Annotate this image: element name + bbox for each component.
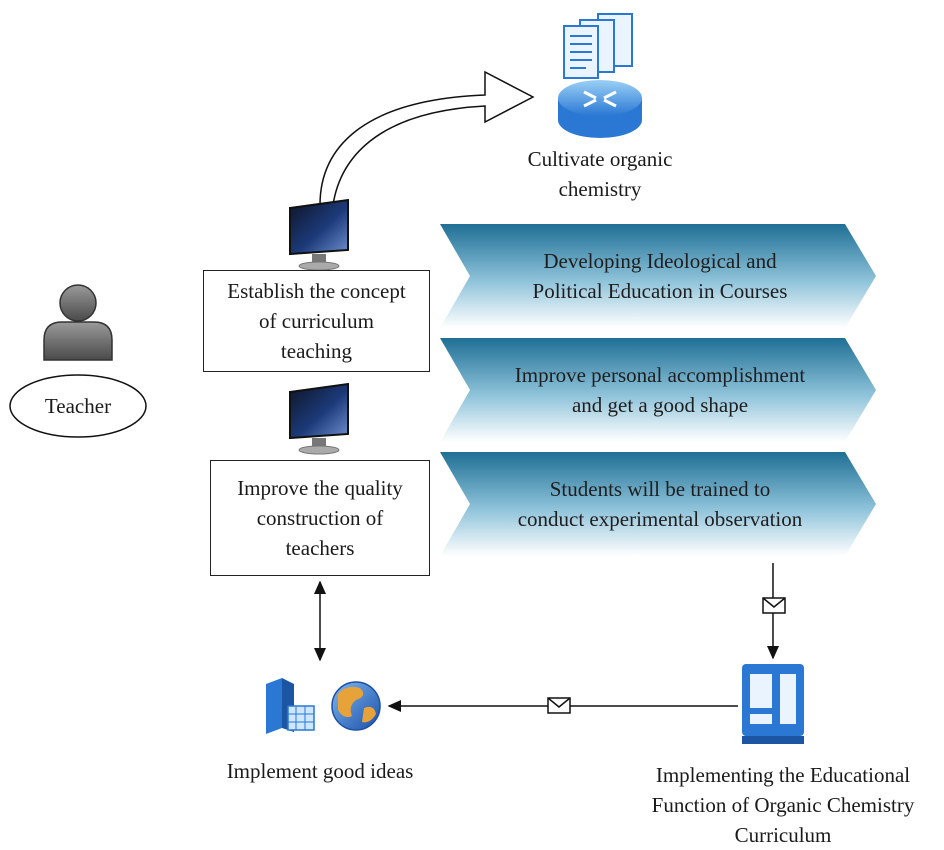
banner-1 [440, 224, 876, 328]
banner-1-text: Developing Ideological and Political Edu… [532, 249, 788, 303]
banner-3-text: Students will be trained to conduct expe… [517, 477, 803, 531]
banner-2-text: Improve personal accomplishment and get … [514, 363, 806, 417]
implement-ideas-label: Implement good ideas [226, 759, 414, 783]
implementing-function-label: Implementing the Educational Function of… [651, 763, 915, 847]
envelope-icon [547, 697, 571, 714]
improve-quality-box: Improve the quality construction of teac… [210, 460, 430, 576]
computer-icon [742, 664, 804, 744]
teacher-label: Teacher [44, 394, 112, 418]
documents-icon [563, 13, 633, 79]
banner-2 [440, 338, 876, 442]
curved-arrow [319, 70, 535, 206]
monitor-icon [289, 198, 349, 271]
server-icon [266, 678, 315, 734]
cultivate-label: Cultivate organic chemistry [527, 147, 673, 201]
teacher-node [9, 374, 147, 438]
establish-concept-box: Establish the concept of curriculum teac… [203, 270, 430, 372]
person-icon [43, 284, 113, 361]
monitor-icon [289, 382, 349, 455]
router-icon [558, 80, 642, 138]
globe-icon [331, 681, 381, 731]
banner-3 [440, 452, 876, 556]
envelope-icon [762, 597, 786, 614]
